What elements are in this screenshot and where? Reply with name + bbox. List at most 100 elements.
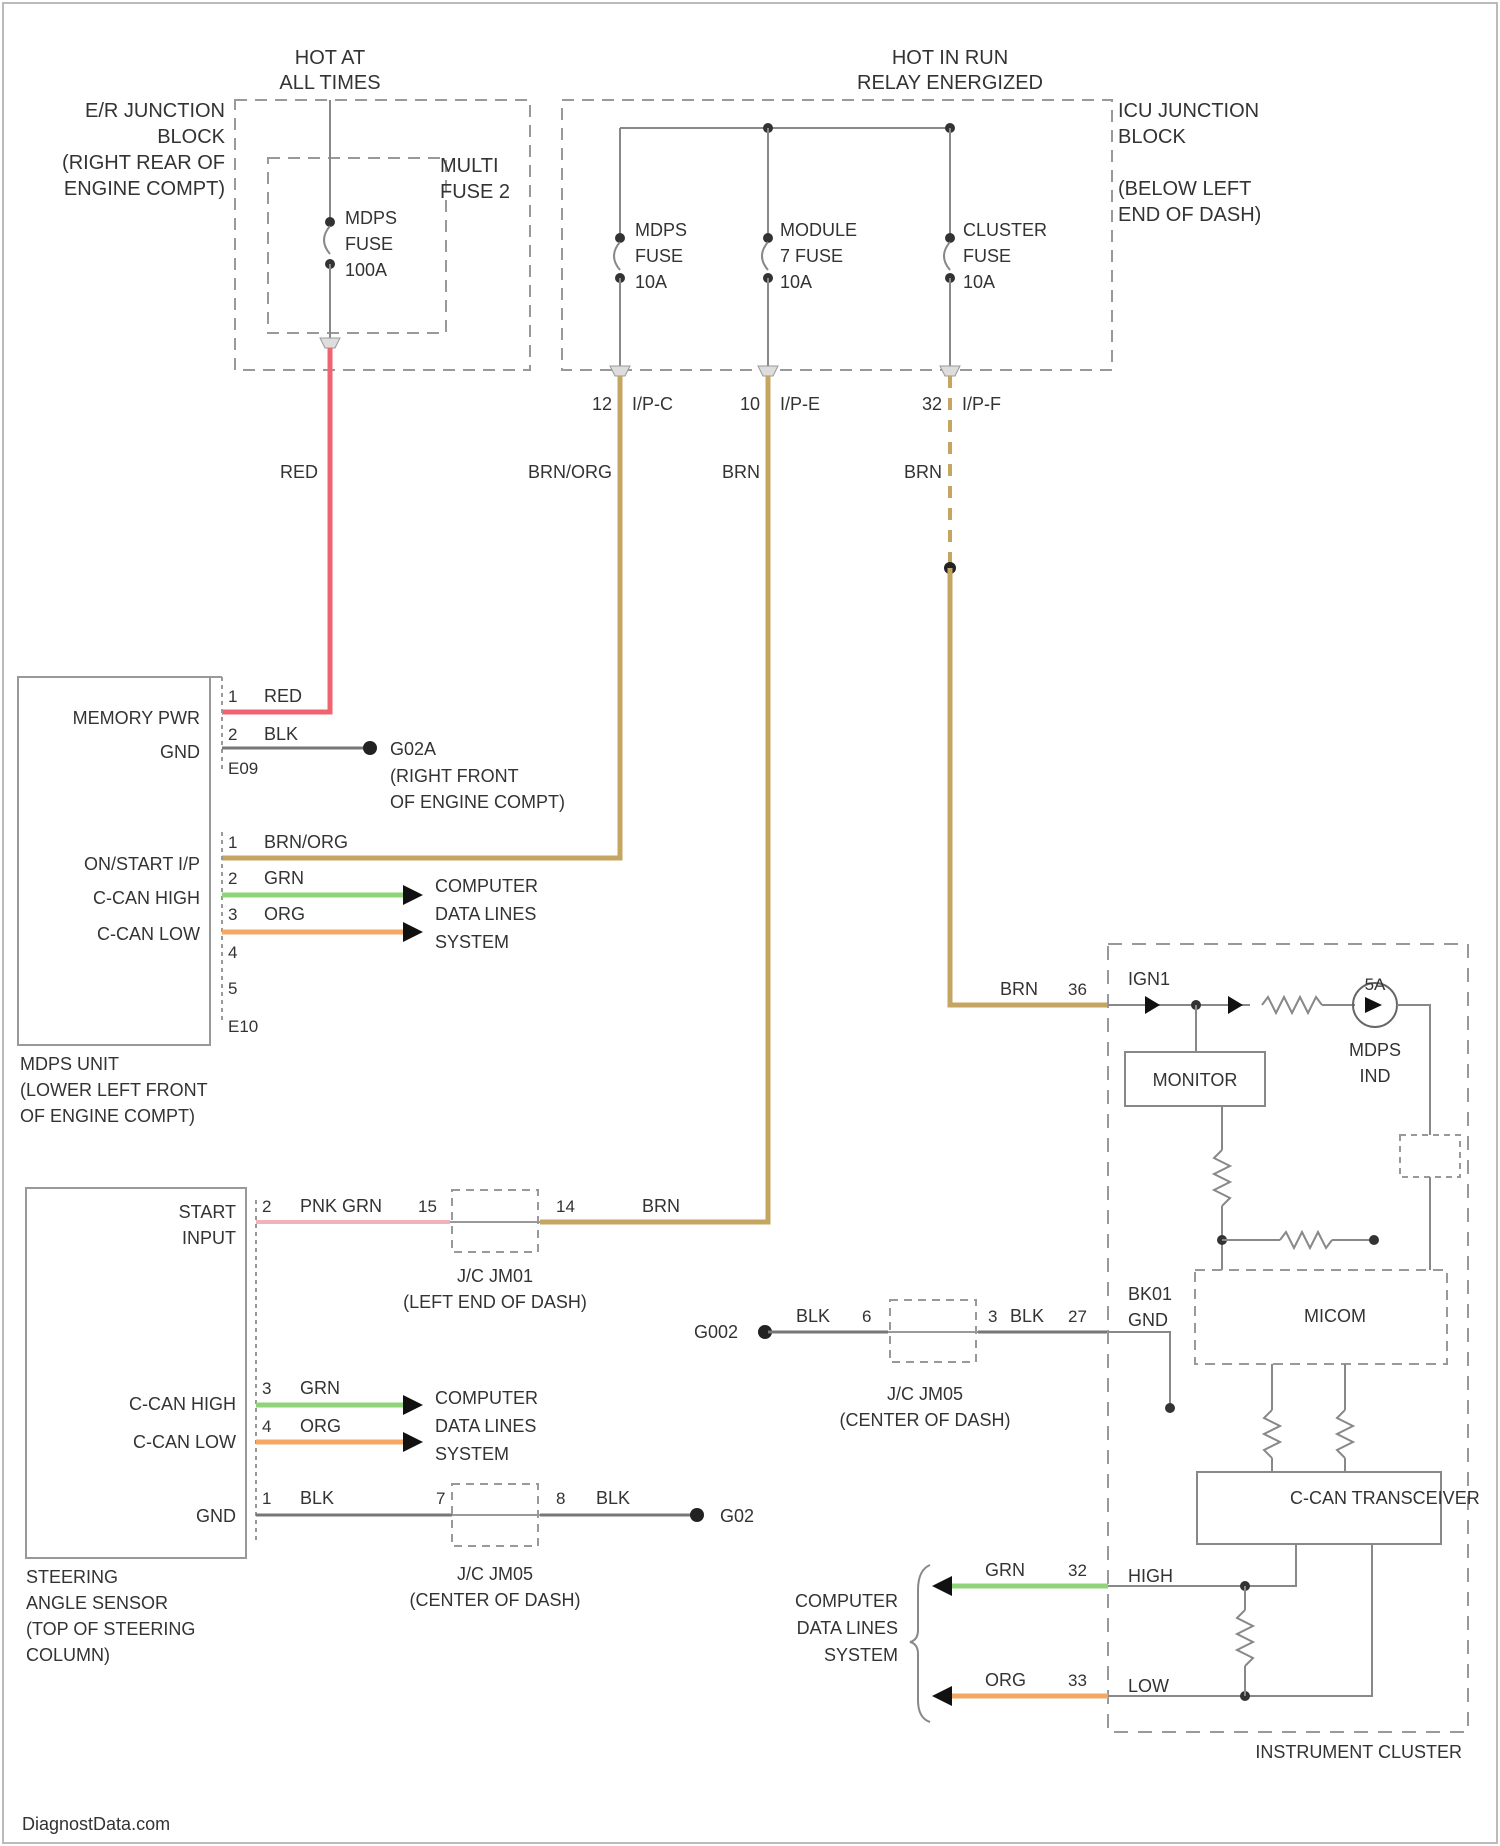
fuse-terminal (325, 217, 335, 227)
resistor-icon (1264, 1410, 1280, 1458)
hot-at-all-times-line2: ALL TIMES (279, 72, 380, 94)
module7-fuse-label-1: MODULE (780, 220, 857, 240)
mdps-fuse-100-label-3: 100A (345, 260, 387, 280)
conn-ipf-name: I/P-F (962, 394, 1001, 414)
indicator-symbol: 5A (1365, 975, 1386, 994)
jm05-upper-pin-out: 3 (988, 1307, 997, 1326)
sas-pin-num: 3 (262, 1379, 271, 1398)
fuse-terminal (763, 233, 773, 243)
ground-g02a-2: (RIGHT FRONT (390, 766, 519, 786)
mdps-fuse-10-label-3: 10A (635, 272, 667, 292)
ground-node (1165, 1403, 1175, 1413)
sas-pin-ccan-low: C-CAN LOW (133, 1432, 236, 1452)
wire-brn-cluster (950, 568, 1108, 1005)
sas-pin-num: 2 (262, 1197, 271, 1216)
mdps-pin-num: 1 (228, 687, 237, 706)
micom-label: MICOM (1304, 1306, 1366, 1326)
ground-g02a-3: OF ENGINE COMPT) (390, 792, 565, 812)
mdps-pin-num: 1 (228, 833, 237, 852)
arrow-icon (403, 922, 423, 942)
wire-label-red-pin: RED (264, 686, 302, 706)
mdps-pin-ccan-high: C-CAN HIGH (93, 888, 200, 908)
mdps-fuse-100-label-2: FUSE (345, 234, 393, 254)
watermark: DiagnostData.com (22, 1814, 170, 1834)
er-junction-label-1: E/R JUNCTION (85, 100, 225, 122)
wire-label-brn-ign: BRN (1000, 979, 1038, 999)
ground-g02a-1: G02A (390, 739, 436, 759)
led-icon (1365, 997, 1382, 1013)
wire-label-brn-org-pin: BRN/ORG (264, 832, 348, 852)
mdps-unit-name-2: (LOWER LEFT FRONT (20, 1080, 208, 1100)
cluster-pin-num: 36 (1068, 980, 1087, 999)
cluster-fuse-label-2: FUSE (963, 246, 1011, 266)
cluster-pin-ign1: IGN1 (1128, 969, 1170, 989)
mdps-unit-name-3: OF ENGINE COMPT) (20, 1106, 195, 1126)
cluster-pin-bk01: BK01 (1128, 1284, 1172, 1304)
fuse-terminal (945, 233, 955, 243)
mdps-pin-num: 2 (228, 725, 237, 744)
fuse-icon (324, 226, 330, 254)
sas-pin-start-2: INPUT (182, 1228, 236, 1248)
wire-label-org-mdps: ORG (264, 904, 305, 924)
computer-data-lines-cluster-2: DATA LINES (797, 1618, 898, 1638)
jm05-upper-name-2: (CENTER OF DASH) (840, 1410, 1011, 1430)
fuse-icon (762, 242, 768, 270)
fuse-icon (614, 242, 620, 270)
jm01-pin-out: 14 (556, 1197, 575, 1216)
wire-label-grn-sas: GRN (300, 1378, 340, 1398)
mdps-unit-name-1: MDPS UNIT (20, 1054, 119, 1074)
computer-data-lines-2: DATA LINES (435, 904, 536, 924)
cluster-fuse-label-1: CLUSTER (963, 220, 1047, 240)
mdps-pin-num: 5 (228, 979, 237, 998)
computer-data-lines-1: COMPUTER (435, 876, 538, 896)
jm05-upper-pin-in: 6 (862, 1307, 871, 1326)
wire-label-brn-org: BRN/ORG (528, 462, 612, 482)
mdps-pin-ccan-low: C-CAN LOW (97, 924, 200, 944)
wire-label-brn-module7: BRN (722, 462, 760, 482)
conn-ipc-pin: 12 (592, 394, 612, 414)
fuse-icon (944, 242, 950, 270)
icu-junction-block: ICU JUNCTION BLOCK (BELOW LEFT END OF DA… (562, 100, 1261, 376)
sas-name-2: ANGLE SENSOR (26, 1593, 168, 1613)
wire-label-pnk-grn: PNK GRN (300, 1196, 382, 1216)
fuse-terminal (615, 233, 625, 243)
icu-junction-label-2: BLOCK (1118, 126, 1186, 148)
driver-switch (1400, 1135, 1460, 1177)
ccan-transceiver-box (1197, 1472, 1441, 1544)
module7-fuse-label-2: 7 FUSE (780, 246, 843, 266)
cluster-low-label: LOW (1128, 1676, 1169, 1696)
connector-icon (940, 366, 960, 376)
module7-fuse-label-3: 10A (780, 272, 812, 292)
cluster-high-label: HIGH (1128, 1566, 1173, 1586)
mdps-pin-num: 2 (228, 869, 237, 888)
hot-in-run-line2: RELAY ENERGIZED (857, 72, 1043, 94)
mdps-pin-on-start: ON/START I/P (84, 854, 200, 874)
mdps-connector-e10: E10 (228, 1017, 258, 1036)
ground-icon (363, 741, 377, 755)
joint-jm05-upper: 6 3 J/C JM05 (CENTER OF DASH) (840, 1300, 1011, 1430)
sas-pin-num: 4 (262, 1417, 271, 1436)
mdps-pin-memory-pwr: MEMORY PWR (73, 708, 200, 728)
arrow-icon (403, 1432, 423, 1452)
sas-name-1: STEERING (26, 1567, 118, 1587)
instrument-cluster-name: INSTRUMENT CLUSTER (1255, 1742, 1462, 1762)
sas-name-4: COLUMN) (26, 1645, 110, 1665)
wire-label-org-sas: ORG (300, 1416, 341, 1436)
joint-jm01: 15 14 J/C JM01 (LEFT END OF DASH) (403, 1190, 587, 1312)
mdps-unit: MEMORY PWR GND ON/START I/P C-CAN HIGH C… (18, 677, 258, 1126)
mdps-ind-2: IND (1360, 1066, 1391, 1086)
connector-icon (610, 366, 630, 376)
jm05-lower-pin-in: 7 (436, 1489, 445, 1508)
computer-data-lines-cluster-1: COMPUTER (795, 1591, 898, 1611)
monitor-label: MONITOR (1153, 1070, 1238, 1090)
arrow-icon (932, 1686, 952, 1706)
sas-name-3: (TOP OF STEERING (26, 1619, 195, 1639)
ground-icon (690, 1508, 704, 1522)
arrow-icon (403, 1395, 423, 1415)
wire-label-brn-cluster: BRN (904, 462, 942, 482)
wire-label-blk: BLK (264, 724, 298, 744)
mdps-pin-gnd: GND (160, 742, 200, 762)
conn-ipe-name: I/P-E (780, 394, 820, 414)
wire-label-red: RED (280, 462, 318, 482)
